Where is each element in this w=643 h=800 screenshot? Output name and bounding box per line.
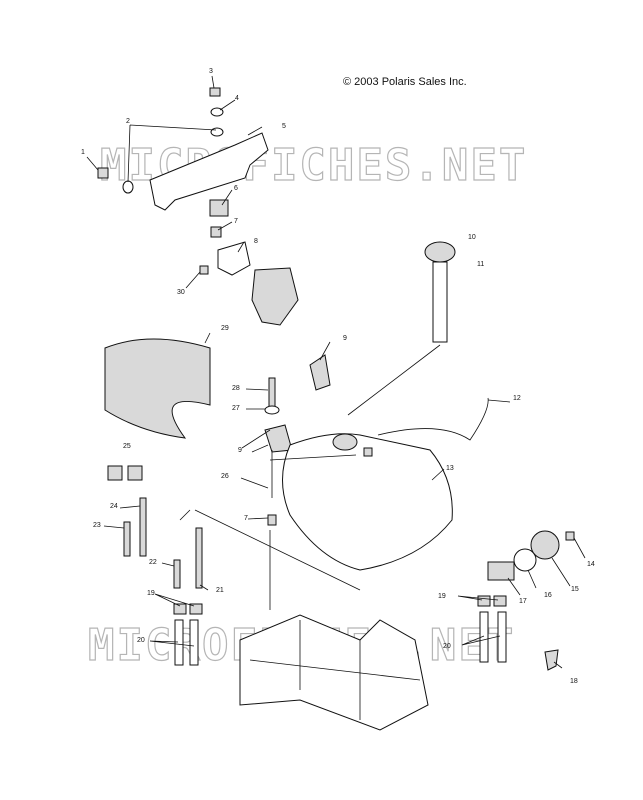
foam-pad-29	[104, 338, 211, 439]
carburetor	[251, 267, 299, 326]
callout-9: 9	[343, 335, 347, 342]
tube-20d	[497, 611, 507, 663]
callout-18: 18	[570, 678, 578, 685]
callout-29: 29	[221, 325, 229, 332]
callout-30: 30	[177, 289, 185, 296]
tube-20a	[174, 619, 184, 666]
callout-14: 14	[587, 561, 595, 568]
callout-17: 17	[519, 598, 527, 605]
callout-2: 2	[126, 118, 130, 125]
tube-20c	[479, 611, 489, 663]
callout-10: 10	[468, 234, 476, 241]
screw-14	[565, 531, 575, 541]
callout-7: 7	[234, 218, 238, 225]
grommet-25b	[127, 465, 143, 481]
gasket-16	[513, 548, 537, 572]
callout-28: 28	[232, 385, 240, 392]
fuel-cap-10	[424, 241, 456, 263]
grommet-25a	[107, 465, 123, 481]
bolt-28	[268, 377, 276, 409]
stud-23	[123, 521, 131, 557]
callout-1: 1	[81, 149, 85, 156]
cap-19a	[173, 603, 187, 615]
callout-3: 3	[209, 68, 213, 75]
callout-25: 25	[123, 443, 131, 450]
washer-2b	[210, 127, 224, 137]
callout-19b: 19	[438, 593, 446, 600]
fitting-26	[363, 447, 373, 457]
callout-13: 13	[446, 465, 454, 472]
callout-11: 11	[477, 261, 485, 268]
fuel-gauge-11	[432, 261, 448, 343]
cover-15	[530, 530, 560, 560]
callout-26: 26	[221, 473, 229, 480]
callout-23: 23	[93, 522, 101, 529]
callout-15: 15	[571, 586, 579, 593]
bolt-1	[97, 167, 109, 179]
tank-neck	[332, 433, 358, 451]
stud-22	[173, 559, 181, 589]
vent-hose-12	[377, 397, 489, 441]
callout-21: 21	[216, 587, 224, 594]
callout-6: 6	[234, 185, 238, 192]
callout-19: 19	[147, 590, 155, 597]
fitting-7b	[267, 514, 277, 526]
fuel-pump-17	[487, 561, 515, 581]
bracket-9b	[264, 424, 293, 453]
plate-8	[217, 241, 251, 276]
callout-5: 5	[282, 123, 286, 130]
stud-24	[139, 497, 147, 557]
screw-30	[199, 265, 209, 275]
washer-2	[122, 180, 134, 194]
callout-24: 24	[110, 503, 118, 510]
callout-20: 20	[137, 637, 145, 644]
clip-9	[309, 354, 331, 391]
callout-22: 22	[149, 559, 157, 566]
callout-8: 8	[254, 238, 258, 245]
frame	[239, 614, 429, 731]
cap-19d	[493, 595, 507, 607]
callout-27: 27	[232, 405, 240, 412]
tube-20b	[189, 619, 199, 666]
cap-19c	[477, 595, 491, 607]
cap-19b	[189, 603, 203, 615]
fastener-18	[544, 649, 559, 671]
washer-27	[264, 405, 280, 415]
fuel-tank-13	[282, 433, 453, 571]
leader-lines	[86, 75, 586, 669]
mount-6	[209, 199, 229, 217]
callout-9b: 9	[238, 447, 242, 454]
callout-4: 4	[235, 95, 239, 102]
callout-16: 16	[544, 592, 552, 599]
callout-20b: 20	[443, 643, 451, 650]
stud-21	[195, 527, 203, 589]
mounting-bracket	[149, 132, 269, 211]
callout-12: 12	[513, 395, 521, 402]
frame-lines	[249, 620, 421, 720]
fitting-7	[210, 226, 222, 238]
callout-7b: 7	[244, 515, 248, 522]
copyright-text: © 2003 Polaris Sales Inc.	[343, 76, 467, 88]
nut-3	[209, 87, 221, 97]
